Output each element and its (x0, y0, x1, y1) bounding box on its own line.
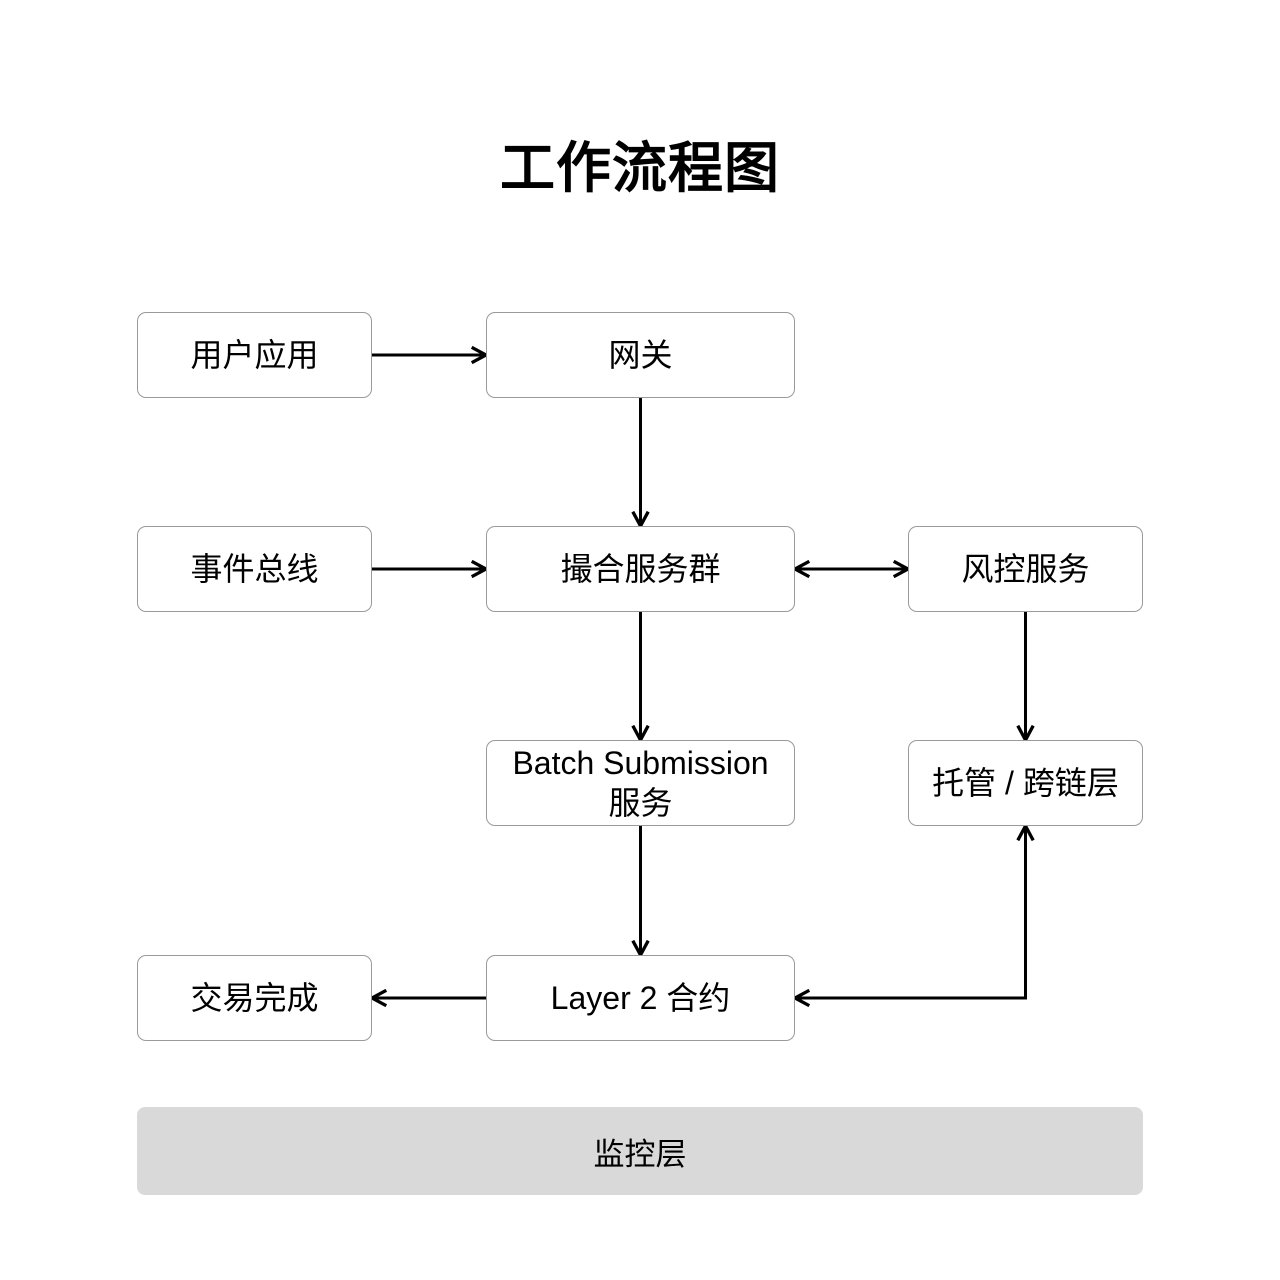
node-matching-cluster: 撮合服务群 (486, 526, 795, 612)
node-batch-submission: Batch Submission 服务 (486, 740, 795, 826)
node-gateway: 网关 (486, 312, 795, 398)
diagram-title: 工作流程图 (499, 137, 780, 199)
node-custody-crosschain: 托管 / 跨链层 (908, 740, 1143, 826)
node-user-app: 用户应用 (137, 312, 372, 398)
node-trade-complete: 交易完成 (137, 955, 372, 1041)
monitoring-layer-band: 监控层 (137, 1107, 1143, 1195)
node-layer2-contract: Layer 2 合约 (486, 955, 795, 1041)
node-event-bus: 事件总线 (137, 526, 372, 612)
edge-layer2-custody-bidirectional (795, 826, 1026, 998)
node-risk-service: 风控服务 (908, 526, 1143, 612)
